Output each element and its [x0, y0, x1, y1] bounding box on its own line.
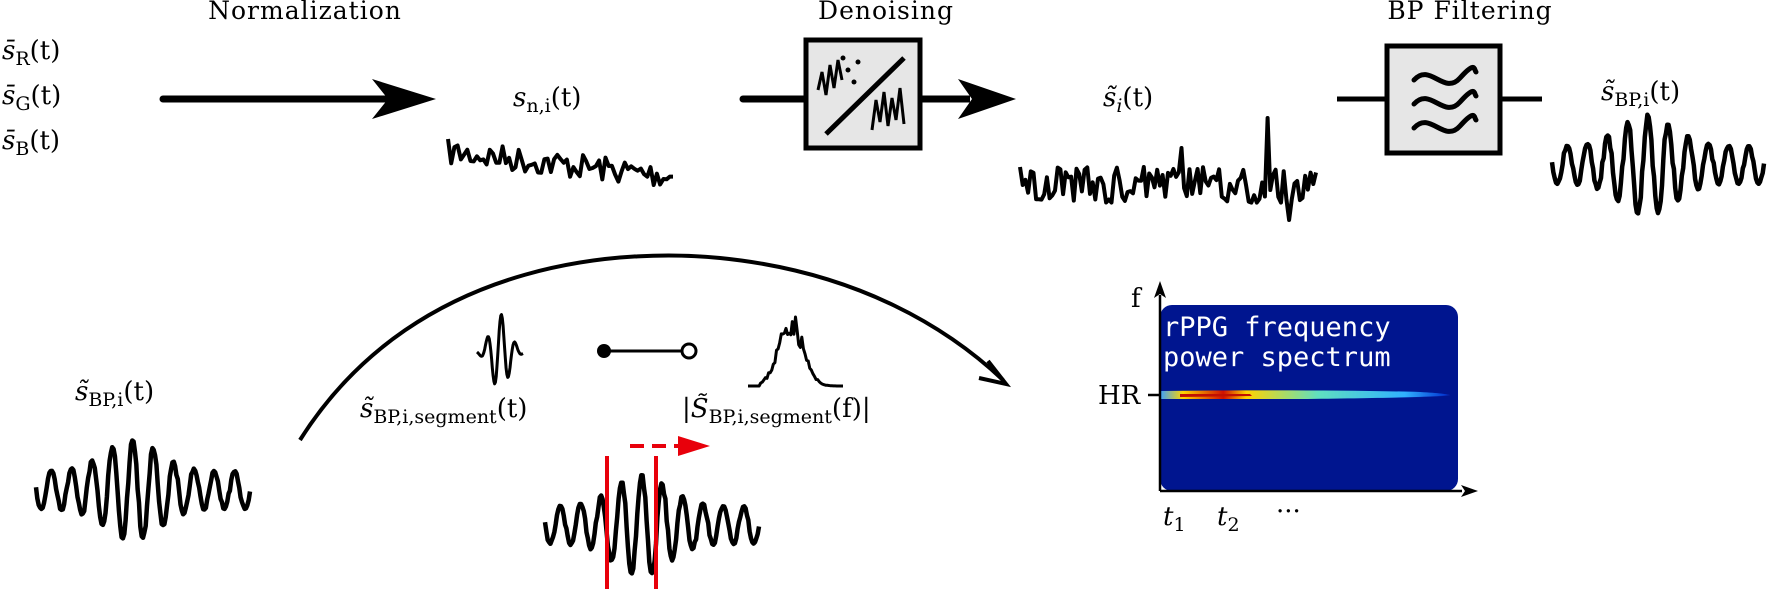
normalized-signal-label: sn,i(t)	[513, 83, 581, 117]
bandpassed-signal-waveform	[1549, 112, 1767, 216]
denoising-block	[803, 37, 923, 151]
bp-filter-block	[1384, 43, 1503, 156]
sliding-window-curved-arrow	[298, 253, 1012, 442]
bandpassed-lower-label: s̃BP,i(t)	[75, 377, 154, 411]
bandpass-filter-icon	[1411, 65, 1479, 134]
denoised-signal-waveform	[1018, 116, 1318, 222]
input-b-label: s̄B(t)	[2, 126, 60, 160]
denoised-signal-label: s̃i(t)	[1103, 83, 1153, 117]
spectrum-title-line1: rPPG frequency	[1163, 312, 1391, 343]
segment-freq-label: |S̃BP,i,segment(f)|	[682, 393, 871, 428]
segment-spectrum-icon	[748, 315, 843, 388]
spectrum-x-tick-t2: t2	[1217, 502, 1240, 536]
normalized-signal-waveform	[446, 138, 673, 187]
spectrum-axes	[1148, 281, 1478, 497]
spectrum-y-label: f	[1131, 284, 1143, 314]
input-g-label: s̄G(t)	[2, 81, 61, 115]
bandpassed-lower-waveform	[33, 438, 253, 541]
spectrum-x-ellipsis: ···	[1276, 497, 1301, 527]
sliding-window-waveform	[542, 472, 762, 576]
hr-band	[1160, 390, 1448, 399]
spectrum-title-line2: power spectrum	[1163, 342, 1391, 373]
sliding-window-markers	[605, 436, 710, 589]
denoising-arrow	[739, 79, 1016, 119]
bandpassed-signal-label: s̃BP,i(t)	[1601, 77, 1680, 111]
normalization-arrow	[159, 79, 436, 119]
stage-denoising-label: Denoising	[818, 0, 954, 25]
segment-time-label: s̃BP,i,segment(t)	[360, 394, 527, 428]
denoise-diagonal-icon	[824, 56, 906, 136]
stage-bp-filtering-label: BP Filtering	[1387, 0, 1552, 25]
input-r-label: s̄R(t)	[2, 36, 60, 70]
maps-to-icon	[597, 342, 698, 360]
spectrum-x-tick-t1: t1	[1163, 502, 1186, 536]
spectrum-hr-label: HR	[1098, 381, 1142, 411]
frequency-power-spectrum-panel: rPPG frequency power spectrum	[1160, 305, 1458, 491]
segment-waveform-icon	[476, 313, 524, 386]
stage-normalization-label: Normalization	[208, 0, 402, 25]
